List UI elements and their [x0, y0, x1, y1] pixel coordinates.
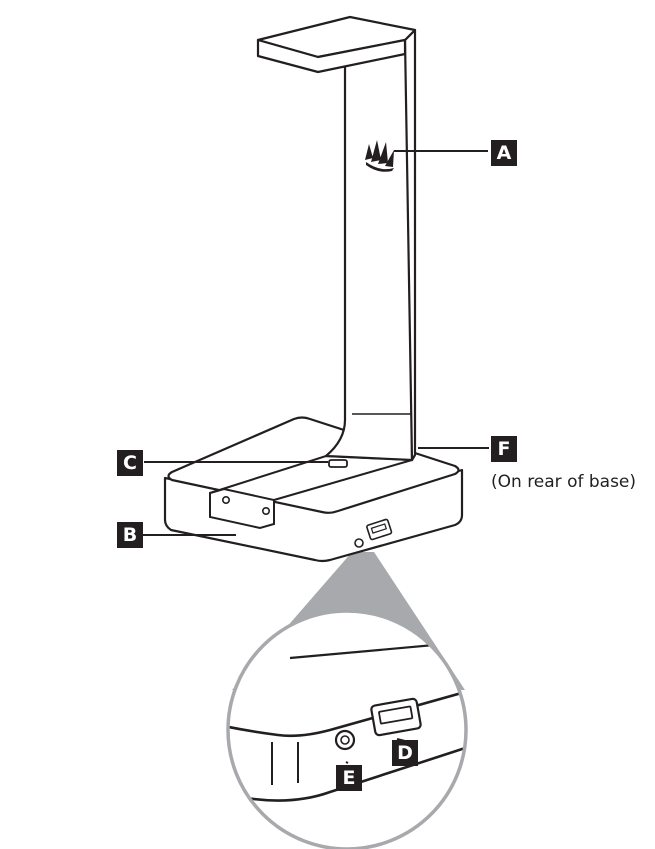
leader-line-e [345, 761, 349, 764]
status-indicator [328, 459, 348, 468]
usb-port-zoom [370, 697, 422, 737]
callout-a: A [491, 140, 517, 166]
usb-port-small-inner [370, 523, 388, 534]
callout-f: F [491, 436, 517, 462]
callout-e: E [336, 765, 362, 791]
callout-d: D [392, 740, 418, 766]
plate-screw-left [222, 495, 231, 504]
stand-column-front [324, 50, 414, 462]
zoom-circle-fill [228, 611, 466, 849]
callout-b: B [117, 522, 143, 548]
zoom-circle-border [226, 609, 468, 849]
stand-hanger-front [256, 38, 407, 74]
brand-logo-icon [365, 140, 394, 172]
audio-jack-small [354, 538, 364, 548]
plate-screw-right [261, 506, 270, 515]
callout-f-note: (On rear of base) [491, 472, 637, 492]
stand-base-top [167, 416, 460, 514]
callout-c: C [117, 450, 143, 476]
